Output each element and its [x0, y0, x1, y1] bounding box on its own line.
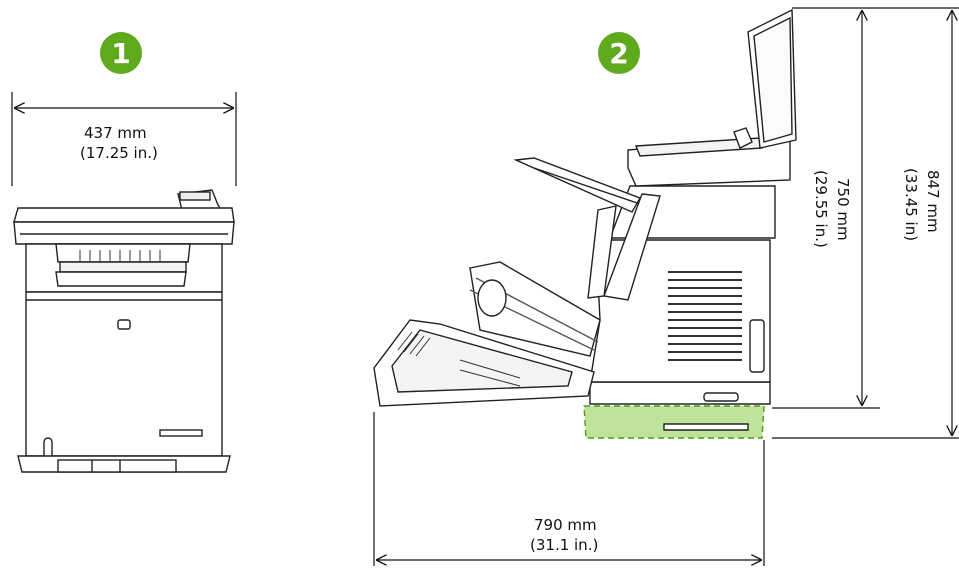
open-depth-imperial: (31.1 in.): [530, 536, 599, 554]
front-width-imperial: (17.25 in.): [80, 144, 158, 162]
view-1-badge: 1: [100, 32, 142, 74]
height-with-tray-imperial: (33.45 in): [902, 168, 920, 242]
front-width-metric: 437 mm: [84, 124, 147, 142]
width-dimension-line: [11, 92, 237, 186]
view-2-badge: 2: [598, 32, 640, 74]
height-with-tray-metric: 847 mm: [924, 170, 942, 233]
optional-tray-highlight: [583, 405, 765, 439]
height-standard-imperial: (29.55 in.): [812, 170, 830, 248]
height-standard-metric: 750 mm: [834, 178, 852, 241]
depth-dimension-line: [373, 412, 765, 566]
printer-side-view: [373, 8, 797, 439]
height-dimension-lines: [772, 7, 959, 439]
open-depth-metric: 790 mm: [534, 516, 597, 534]
printer-front-view: [13, 189, 235, 473]
